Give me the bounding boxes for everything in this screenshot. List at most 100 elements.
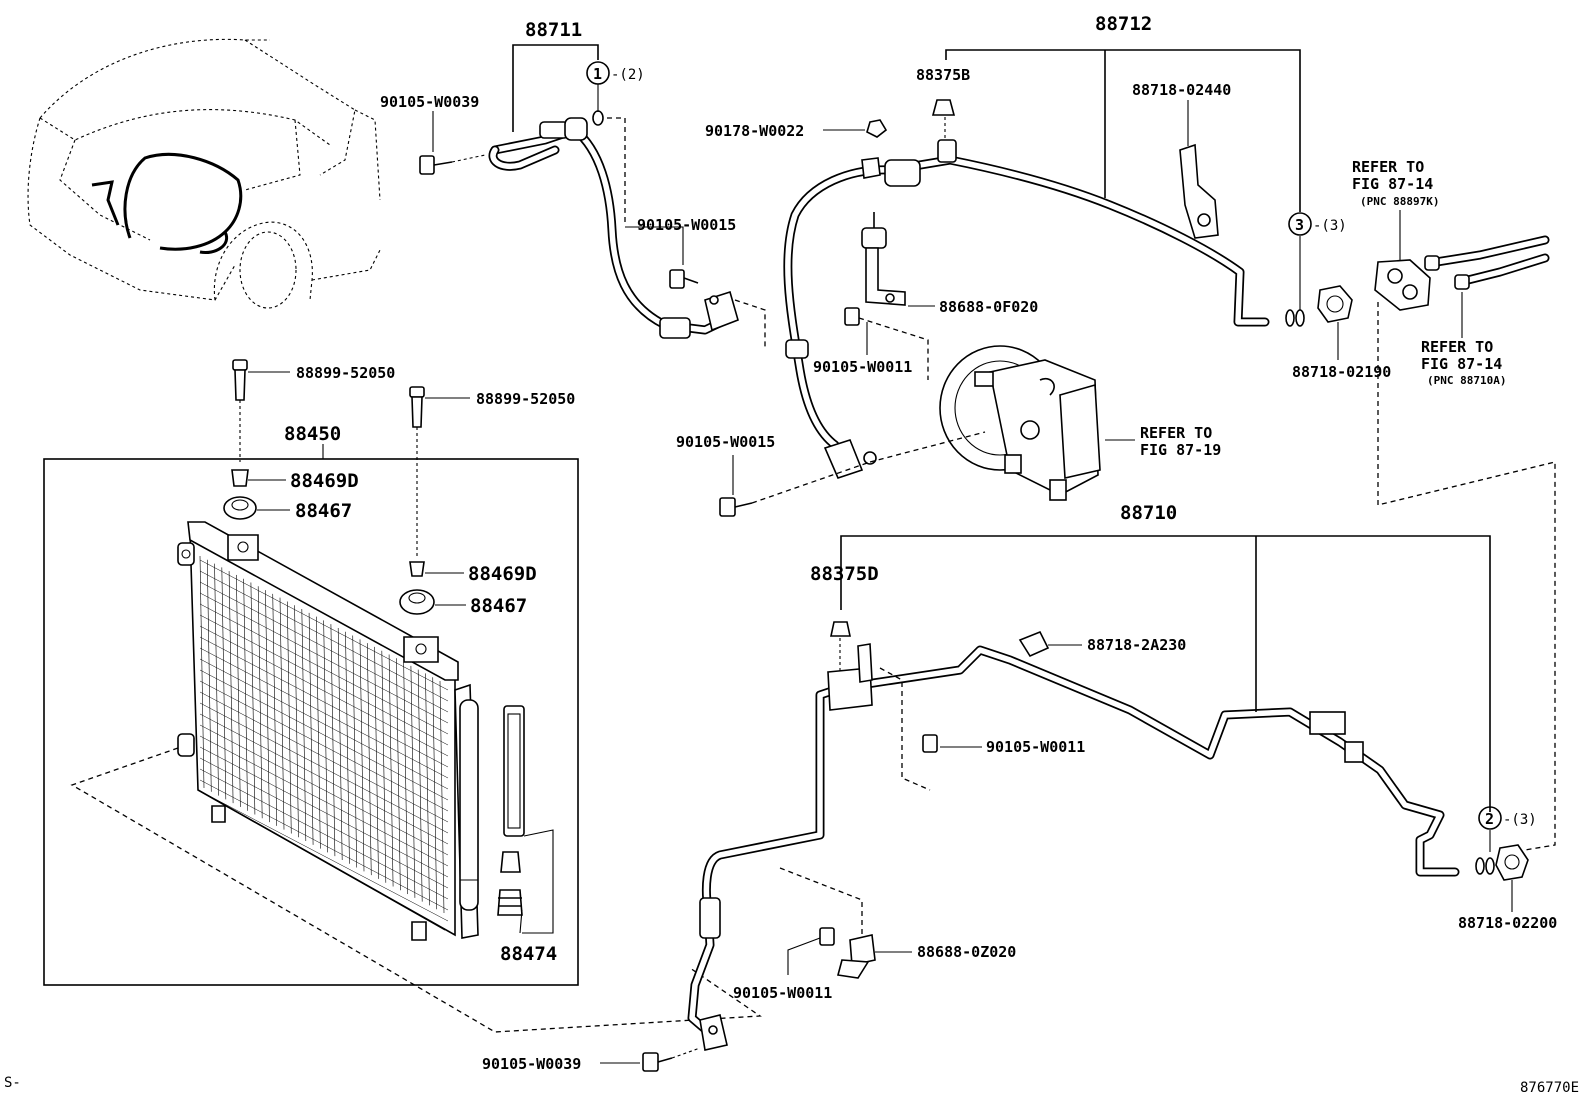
label-88711: 88711 <box>525 19 582 41</box>
refer-87-14b-line3: (PNC 88710A) <box>1427 374 1506 387</box>
fin-line <box>199 724 449 856</box>
bolt-90105-W0011-c <box>819 927 835 946</box>
label-90105-W0015-a: 90105-W0015 <box>637 216 736 234</box>
bolt-90105-W0011-b <box>879 667 938 791</box>
label-88899-52050-b: 88899-52050 <box>476 390 575 408</box>
insulator-88467-a <box>223 496 257 520</box>
label-90178-W0022: 90178-W0022 <box>705 122 804 140</box>
footer-left-mark: S- <box>4 1075 21 1091</box>
fin-line <box>272 593 278 826</box>
bracket-88688-0F020 <box>861 212 906 306</box>
o-ring-part <box>1295 309 1305 327</box>
block-fitting <box>1374 259 1431 311</box>
nut-90178-W0022 <box>866 119 888 138</box>
fin-line <box>199 669 449 801</box>
fin-line <box>250 582 256 815</box>
label-90105-W0039-bottom: 90105-W0039 <box>482 1055 581 1073</box>
fin-line <box>279 597 285 830</box>
condenser-fins <box>199 555 449 922</box>
refer-87-14b-line1: REFER TO <box>1421 338 1493 356</box>
label-88688-0Z020: 88688-0Z020 <box>917 943 1016 961</box>
callout-1-number: 1 <box>593 65 602 83</box>
label-90105-W0011-b: 90105-W0011 <box>986 738 1085 756</box>
condenser-core <box>177 521 479 941</box>
fin-line <box>221 567 227 800</box>
label-88710: 88710 <box>1120 502 1177 524</box>
fin-line <box>199 625 449 757</box>
refer-87-19-line2: FIG 87-19 <box>1140 441 1221 459</box>
fin-line <box>199 680 449 812</box>
bolt-90105-W0011-a <box>844 307 929 380</box>
label-90105-W0015-b: 90105-W0015 <box>676 433 775 451</box>
valve-cap-88375D <box>830 621 851 637</box>
valve-cap-88375B <box>931 99 956 116</box>
leader-90105-W0011-c <box>787 937 821 975</box>
bolt-88899-52050-b <box>409 386 425 558</box>
label-88899-52050-a: 88899-52050 <box>296 364 395 382</box>
compressor <box>939 345 1101 501</box>
bracket-88688-0Z020 <box>779 867 876 979</box>
clamp-88718-2A230 <box>1018 630 1050 658</box>
label-88375D: 88375D <box>810 563 879 585</box>
fin-line <box>214 563 219 796</box>
leader-88711 <box>512 44 599 132</box>
callout-1-qty: -(2) <box>611 67 645 83</box>
bolt-90105-W0015-b <box>719 431 986 517</box>
fitting-88718-02190 <box>1317 285 1353 323</box>
fin-line <box>199 691 449 823</box>
fin-line <box>199 779 449 911</box>
cushion-88469D-a <box>231 469 249 487</box>
receiver-dryer <box>459 699 525 911</box>
fin-line <box>199 647 449 779</box>
fin-line <box>199 768 449 900</box>
leader-88711-end <box>734 299 766 350</box>
o-ring-part <box>1475 857 1485 875</box>
fin-line <box>199 555 205 789</box>
label-88467-b: 88467 <box>470 595 527 617</box>
fin-line <box>199 702 449 834</box>
plugs-88474 <box>497 851 523 916</box>
cushion-88469D-b <box>409 561 425 577</box>
refer-87-14a-line1: REFER TO <box>1352 158 1424 176</box>
label-88469D-a: 88469D <box>290 470 359 492</box>
label-88474: 88474 <box>500 943 557 965</box>
fin-line <box>199 603 449 735</box>
fin-line <box>206 559 212 792</box>
fin-line <box>199 713 449 845</box>
label-88712: 88712 <box>1095 13 1152 35</box>
fitting-88718-02200 <box>1495 844 1529 881</box>
fin-line <box>257 586 263 819</box>
fin-line <box>199 636 449 768</box>
fin-line <box>286 601 292 834</box>
fin-line <box>243 578 248 811</box>
callout-circle-3 <box>1288 212 1312 236</box>
label-88375B: 88375B <box>916 66 970 84</box>
callout-3-number: 3 <box>1295 216 1304 234</box>
label-88718-02200: 88718-02200 <box>1458 914 1557 932</box>
condenser-frame <box>43 458 579 986</box>
bolt-90105-W0039-top <box>419 154 486 175</box>
label-88450: 88450 <box>284 423 341 445</box>
callout-circle-2 <box>1478 806 1502 830</box>
clamp-part <box>861 157 881 179</box>
fin-line <box>199 735 449 867</box>
bolt-88899-52050-a <box>232 359 248 462</box>
label-90105-W0011-a: 90105-W0011 <box>813 358 912 376</box>
fin-line <box>199 614 449 746</box>
o-ring-part <box>1285 309 1295 327</box>
fin-line <box>265 590 270 823</box>
leader-condenser-mount <box>70 747 762 1033</box>
fin-line <box>199 658 449 790</box>
fin-line <box>199 570 449 702</box>
refer-87-14a-line2: FIG 87-14 <box>1352 175 1433 193</box>
label-88688-0F020: 88688-0F020 <box>939 298 1038 316</box>
refer-87-14a-line3: (PNC 88897K) <box>1360 195 1439 208</box>
leader-88710 <box>840 535 1491 812</box>
bolt-90105-W0039-bottom <box>642 1047 701 1072</box>
fin-line <box>199 581 449 713</box>
bolt-90105-W0015-a <box>669 269 699 289</box>
label-88718-02440: 88718-02440 <box>1132 81 1231 99</box>
external-pipes <box>1424 235 1550 290</box>
leader-dashed-right <box>1377 302 1556 851</box>
